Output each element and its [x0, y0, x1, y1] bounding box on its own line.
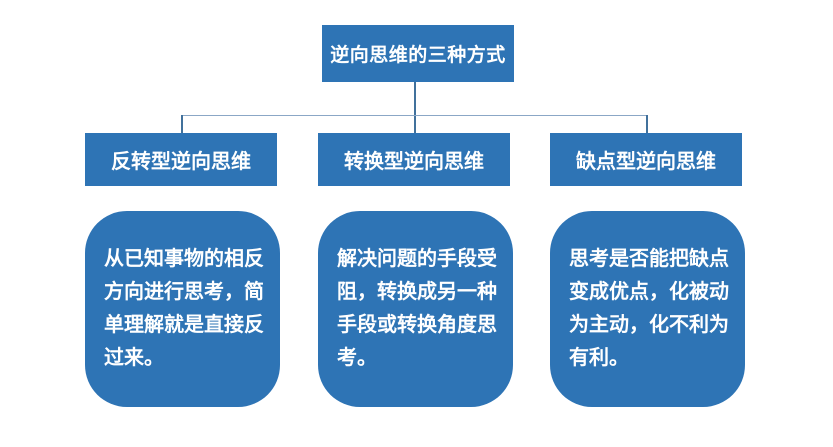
- description-text: 从已知事物的相反方向进行思考，简单理解就是直接反过来。: [104, 248, 264, 369]
- description-text: 解决问题的手段受阻，转换成另一种手段或转换角度思考。: [337, 248, 497, 369]
- branch-node-conversion: 转换型逆向思维: [318, 133, 510, 186]
- description-text: 思考是否能把缺点变成优点，化被动为主动，化不利为有利。: [569, 248, 729, 369]
- description-node-conversion: 解决问题的手段受阻，转换成另一种手段或转换角度思考。: [318, 211, 513, 407]
- branch-node-reversal: 反转型逆向思维: [85, 133, 277, 186]
- description-node-reversal: 从已知事物的相反方向进行思考，简单理解就是直接反过来。: [85, 211, 280, 407]
- connector-center-stem: [414, 82, 416, 134]
- connector-drop-right: [646, 115, 648, 134]
- branch-node-defect: 缺点型逆向思维: [550, 133, 742, 186]
- branch-node-label: 转换型逆向思维: [344, 151, 484, 173]
- root-node-label: 逆向思维的三种方式: [330, 45, 506, 66]
- branch-node-label: 缺点型逆向思维: [576, 151, 716, 173]
- description-node-defect: 思考是否能把缺点变成优点，化被动为主动，化不利为有利。: [550, 211, 745, 407]
- branch-node-label: 反转型逆向思维: [111, 151, 251, 173]
- connector-horizontal-rail: [181, 115, 647, 116]
- root-node: 逆向思维的三种方式: [322, 25, 514, 82]
- connector-drop-left: [181, 115, 183, 134]
